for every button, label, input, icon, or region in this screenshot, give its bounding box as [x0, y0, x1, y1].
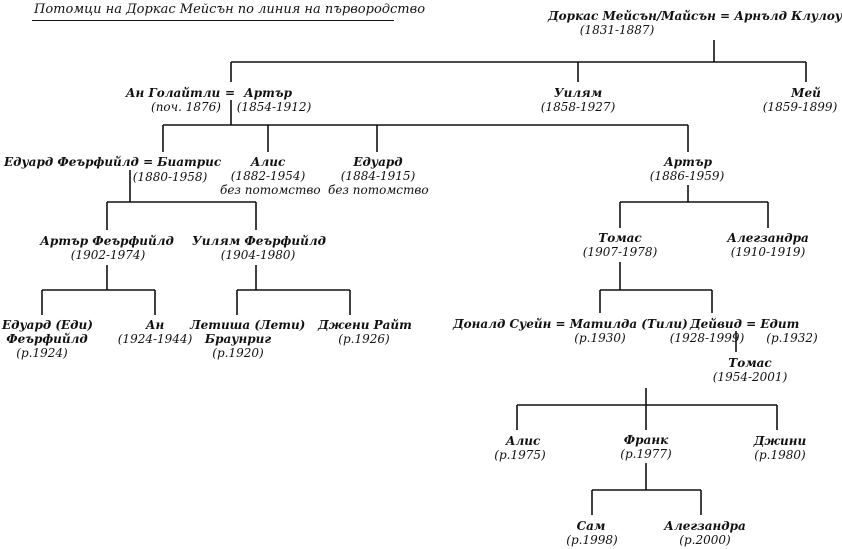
node-aleksandra2: Алегзандра [664, 519, 746, 533]
node-eduard-edi-dates: (р.1924) [16, 346, 68, 360]
node-deivid-edit-couple: Дейвид = Едит [690, 317, 800, 331]
node-donald-matilda-couple: Доналд Суейн = Матилда (Тили) [453, 317, 688, 331]
node-aleksandra2-dates: (р.2000) [679, 533, 731, 547]
node-djini-dates: (р.1980) [754, 448, 806, 462]
node-biatris-dates: (1880-1958) [132, 170, 208, 184]
diagram-heading: Потомци на Доркас Мейсън по линия на пър… [34, 2, 426, 17]
node-letisha-line2: Браунриг [204, 332, 272, 346]
node-tomas1-dates: (1907-1978) [582, 245, 658, 259]
node-eduard1-note: без потомство [328, 183, 429, 197]
node-uiliam1: Уилям [553, 86, 603, 100]
node-sam-dates: (р.1998) [566, 533, 618, 547]
node-deivid-dates: (1928-1999) [669, 331, 745, 345]
node-letisha-line1: Летиша (Лети) [190, 318, 306, 332]
node-alis2-dates: (р.1975) [494, 448, 546, 462]
node-mei: Мей [791, 86, 821, 100]
node-dorkas-couple: Доркас Мейсън/Майсън = Арнълд Клулоу [548, 9, 842, 23]
node-an2-dates: (1924-1944) [117, 332, 193, 346]
node-aleksandra1-dates: (1910-1919) [730, 245, 806, 259]
node-an-golaitli-dates: (поч. 1876) [151, 100, 221, 114]
node-alis1: Алис [250, 155, 286, 169]
node-artur-fairfield-dates: (1902-1974) [70, 248, 146, 262]
node-eduard-edi-line2: Феърфийлд [6, 332, 88, 346]
heading-underline [32, 20, 394, 21]
node-an-golaitli: Ан Голайтли [125, 86, 221, 100]
node-an2: Ан [145, 318, 165, 332]
node-uiliam-fairfield: Уилям Феърфийлд [192, 234, 326, 248]
node-mei-dates: (1859-1899) [762, 100, 838, 114]
node-tomas1: Томас [598, 231, 642, 245]
node-alis2: Алис [505, 434, 541, 448]
node-edit-dates: (р.1932) [766, 331, 818, 345]
node-frank: Франк [623, 433, 669, 447]
node-sam: Сам [576, 519, 606, 533]
node-dorkas-dates: (1831-1887) [579, 23, 655, 37]
node-djeni-rait-dates: (р.1926) [338, 332, 390, 346]
node-tomas2: Томас [728, 356, 772, 370]
node-artur2-dates: (1886-1959) [649, 169, 725, 183]
node-marriage-sign: = [224, 86, 236, 100]
node-alis1-dates: (1882-1954) [230, 169, 306, 183]
node-frank-dates: (р.1977) [620, 447, 672, 461]
node-eduard1: Едуард [353, 155, 403, 169]
node-eduard-edi-line1: Едуард (Еди) [2, 318, 93, 332]
node-letisha-dates: (р.1920) [212, 346, 264, 360]
node-tomas2-dates: (1954-2001) [712, 370, 788, 384]
node-artur1-dates: (1854-1912) [236, 100, 312, 114]
node-uiliam-fairfield-dates: (1904-1980) [220, 248, 296, 262]
node-artur2: Артър [664, 155, 712, 169]
node-aleksandra1: Алегзандра [727, 231, 809, 245]
node-artur-fairfield: Артър Феърфийлд [40, 234, 174, 248]
node-uiliam1-dates: (1858-1927) [540, 100, 616, 114]
node-artur1: Артър [244, 86, 292, 100]
node-matilda-dates: (р.1930) [574, 331, 626, 345]
node-djeni-rait: Джени Райт [318, 318, 412, 332]
node-djini: Джини [753, 434, 807, 448]
node-eduard1-dates: (1884-1915) [340, 169, 416, 183]
node-alis1-note: без потомство [220, 183, 321, 197]
node-eduard-fairfield-couple: Едуард Феърфийлд = Биатрис [4, 155, 222, 169]
